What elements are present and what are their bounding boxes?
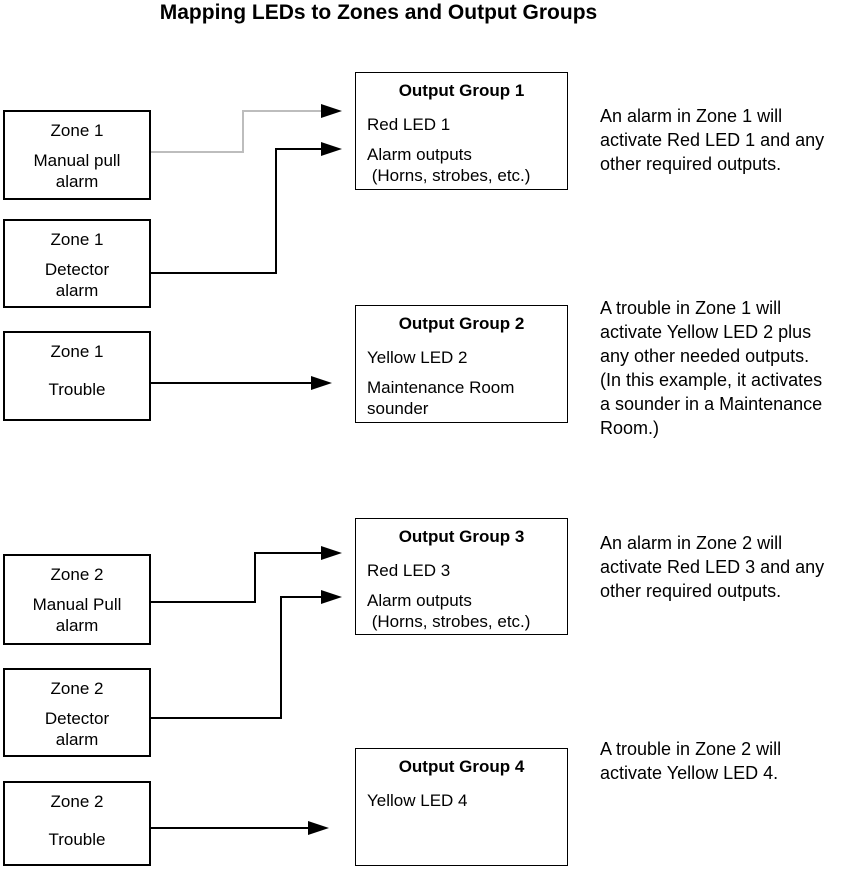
arrowhead-icon xyxy=(311,376,332,390)
zone-label: Manual Pull alarm xyxy=(32,595,122,635)
connector-zone1-trouble-to-og2 xyxy=(151,376,332,390)
connector-zone1-detector-to-og1 xyxy=(151,142,342,274)
note-zone1-trouble: A trouble in Zone 1 will activate Yellow… xyxy=(600,298,823,438)
output-group-led: Red LED 3 xyxy=(367,561,451,580)
zone-label: Detector alarm xyxy=(44,260,110,300)
output-group-outputs: Maintenance Room sounder xyxy=(367,378,515,418)
arrowhead-icon xyxy=(321,590,342,604)
note-zone2-alarm: An alarm in Zone 2 will activate Red LED… xyxy=(600,533,825,601)
output-group-outputs: Alarm outputs (Horns, strobes, etc.) xyxy=(367,145,531,185)
zone-name: Zone 2 xyxy=(50,565,104,584)
note-zone2-trouble: A trouble in Zone 2 will activate Yellow… xyxy=(600,739,782,783)
output-group-led: Yellow LED 4 xyxy=(367,791,468,810)
output-group-title: Output Group 2 xyxy=(398,314,525,333)
output-group-4-box: Output Group 4 Yellow LED 4 xyxy=(355,748,568,866)
zone-box-zone2-trouble: Zone 2 Trouble xyxy=(3,781,151,866)
arrowhead-icon xyxy=(321,142,342,156)
connector-zone1-manual-to-og1 xyxy=(151,104,342,153)
output-group-title: Output Group 4 xyxy=(398,757,525,776)
zone-label: Trouble xyxy=(48,830,106,849)
connector-zone2-manual-to-og3 xyxy=(151,546,342,603)
arrowhead-icon xyxy=(321,546,342,560)
zone-name: Zone 2 xyxy=(50,679,104,698)
page-title: Mapping LEDs to Zones and Output Groups xyxy=(159,1,598,24)
zone-name: Zone 2 xyxy=(50,792,104,811)
zone-box-zone2-detector-alarm: Zone 2 Detector alarm xyxy=(3,668,151,757)
output-group-led: Red LED 1 xyxy=(367,115,451,134)
zone-label: Manual pull alarm xyxy=(33,151,121,191)
connector-zone2-trouble-to-og4 xyxy=(151,821,329,835)
output-group-title: Output Group 1 xyxy=(398,81,525,100)
zone-label: Trouble xyxy=(48,380,106,399)
output-group-outputs: Alarm outputs (Horns, strobes, etc.) xyxy=(367,591,531,631)
output-group-3-box: Output Group 3 Red LED 3 Alarm outputs (… xyxy=(355,518,568,635)
arrowhead-icon xyxy=(321,104,342,118)
output-group-led: Yellow LED 2 xyxy=(367,348,468,367)
arrowhead-icon xyxy=(308,821,329,835)
zone-label: Detector alarm xyxy=(44,709,110,749)
output-group-1-box: Output Group 1 Red LED 1 Alarm outputs (… xyxy=(355,72,568,190)
zone-box-zone1-detector-alarm: Zone 1 Detector alarm xyxy=(3,219,151,308)
zone-box-zone1-trouble: Zone 1 Trouble xyxy=(3,331,151,421)
zone-box-zone2-manual-pull-alarm: Zone 2 Manual Pull alarm xyxy=(3,554,151,645)
zone-name: Zone 1 xyxy=(50,121,104,140)
connector-zone2-detector-to-og3 xyxy=(151,590,342,719)
output-group-2-box: Output Group 2 Yellow LED 2 Maintenance … xyxy=(355,305,568,423)
zone-name: Zone 1 xyxy=(50,342,104,361)
zone-box-zone1-manual-pull-alarm: Zone 1 Manual pull alarm xyxy=(3,110,151,200)
output-group-title: Output Group 3 xyxy=(398,527,525,546)
note-zone1-alarm: An alarm in Zone 1 will activate Red LED… xyxy=(600,106,825,174)
zone-name: Zone 1 xyxy=(50,230,104,249)
